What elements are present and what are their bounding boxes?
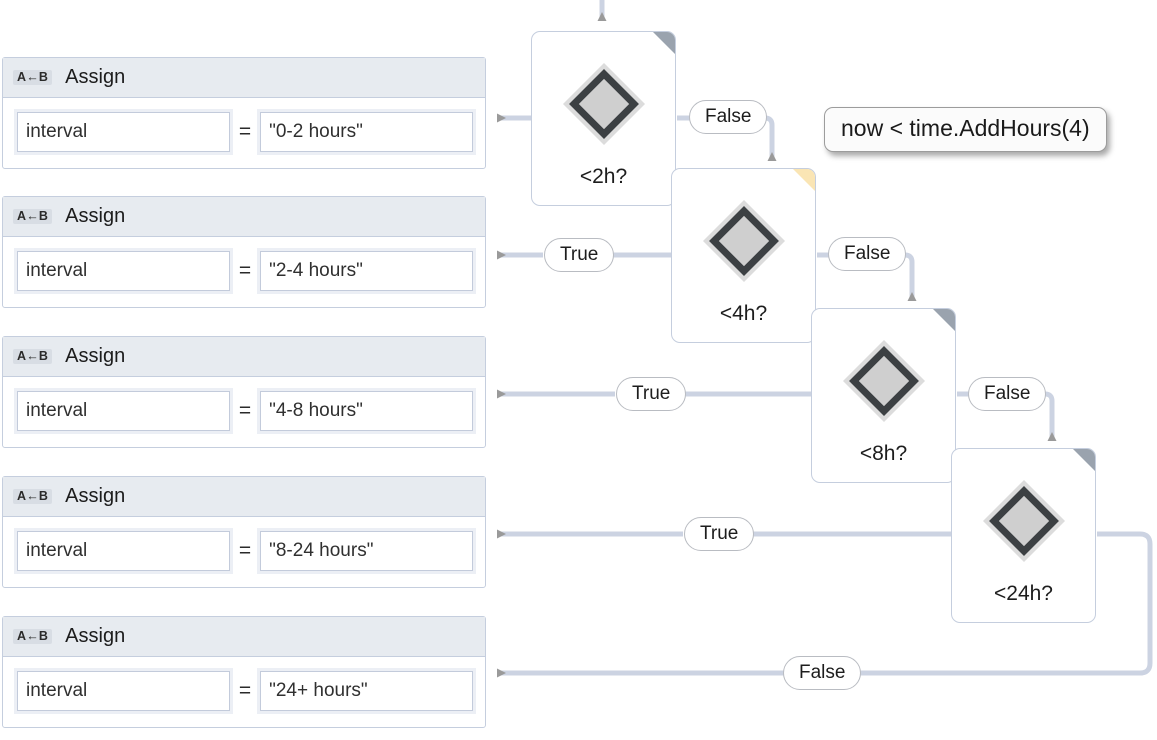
assign-activity-card[interactable]: A←B Assign interval = "8-24 hours" — [2, 476, 486, 588]
assign-ab-icon: A←B — [13, 488, 53, 505]
assign-value-field[interactable]: "0-2 hours" — [257, 109, 476, 155]
branch-label-true[interactable]: True — [544, 238, 615, 272]
assign-to-field[interactable]: interval — [14, 109, 233, 155]
assign-card-body: interval = "0-2 hours" — [3, 98, 485, 168]
decision-node[interactable]: <2h? — [531, 31, 676, 206]
assign-card-body: interval = "8-24 hours" — [3, 517, 485, 587]
assign-value-field[interactable]: "2-4 hours" — [257, 248, 476, 294]
branch-label-false[interactable]: False — [968, 377, 1047, 411]
assign-card-body: interval = "24+ hours" — [3, 657, 485, 727]
assign-to-field[interactable]: interval — [14, 528, 233, 574]
assign-ab-icon: A←B — [13, 348, 53, 365]
assign-to-field[interactable]: interval — [14, 248, 233, 294]
decision-label: <24h? — [994, 582, 1053, 605]
decision-diamond-icon — [702, 200, 785, 282]
assign-card-header: A←B Assign — [3, 477, 485, 517]
assign-activity-card[interactable]: A←B Assign interval = "0-2 hours" — [2, 57, 486, 169]
assign-card-header: A←B Assign — [3, 197, 485, 237]
assign-value-field[interactable]: "24+ hours" — [257, 668, 476, 714]
assign-activity-card[interactable]: A←B Assign interval = "24+ hours" — [2, 616, 486, 728]
assign-ab-icon: A←B — [13, 628, 53, 645]
assign-equals-sign: = — [238, 120, 252, 143]
assign-equals-sign: = — [238, 399, 252, 422]
decision-label: <2h? — [579, 165, 628, 188]
assign-card-title: Assign — [65, 345, 126, 367]
decision-label: <8h? — [859, 442, 908, 465]
assign-card-header: A←B Assign — [3, 617, 485, 657]
decision-node[interactable]: <24h? — [951, 448, 1096, 623]
branch-label-true[interactable]: True — [684, 517, 755, 551]
condition-tooltip: now < time.AddHours(4) — [824, 107, 1107, 152]
assign-to-field[interactable]: interval — [14, 388, 233, 434]
assign-card-body: interval = "4-8 hours" — [3, 377, 485, 447]
assign-equals-sign: = — [238, 259, 252, 282]
assign-card-title: Assign — [65, 66, 126, 88]
assign-ab-icon: A←B — [13, 69, 53, 86]
assign-activity-card[interactable]: A←B Assign interval = "2-4 hours" — [2, 196, 486, 308]
assign-card-header: A←B Assign — [3, 337, 485, 377]
decision-diamond-icon — [842, 340, 925, 422]
corner-flag-icon — [653, 32, 675, 54]
corner-flag-icon — [1073, 449, 1095, 471]
branch-label-false[interactable]: False — [689, 100, 768, 134]
corner-flag-icon — [793, 169, 815, 191]
decision-diamond-icon — [562, 63, 645, 145]
assign-ab-icon: A←B — [13, 208, 53, 225]
decision-node[interactable]: <8h? — [811, 308, 956, 483]
assign-card-title: Assign — [65, 205, 126, 227]
branch-label-true[interactable]: True — [616, 377, 687, 411]
assign-card-title: Assign — [65, 485, 126, 507]
assign-equals-sign: = — [238, 679, 252, 702]
assign-to-field[interactable]: interval — [14, 668, 233, 714]
assign-card-title: Assign — [65, 625, 126, 647]
assign-value-field[interactable]: "4-8 hours" — [257, 388, 476, 434]
assign-value-field[interactable]: "8-24 hours" — [257, 528, 476, 574]
branch-label-false[interactable]: False — [828, 237, 907, 271]
assign-card-body: interval = "2-4 hours" — [3, 237, 485, 307]
branch-label-false[interactable]: False — [783, 656, 862, 690]
corner-flag-icon — [933, 309, 955, 331]
assign-activity-card[interactable]: A←B Assign interval = "4-8 hours" — [2, 336, 486, 448]
decision-diamond-icon — [982, 480, 1065, 562]
decision-label: <4h? — [719, 302, 768, 325]
assign-equals-sign: = — [238, 539, 252, 562]
decision-node[interactable]: <4h? — [671, 168, 816, 343]
assign-card-header: A←B Assign — [3, 58, 485, 98]
